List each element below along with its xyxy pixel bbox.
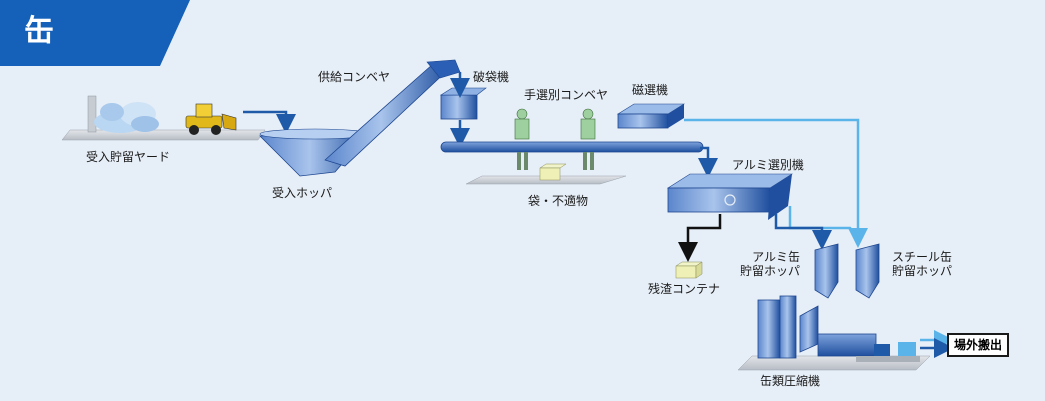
label-residue-container: 残渣コンテナ: [648, 282, 721, 296]
hand-sorting-conveyor: [440, 108, 704, 185]
arrow-conveyor-to-al-separator: [698, 146, 718, 178]
label-magnetic-separator: 磁選機: [632, 83, 669, 97]
title-badge: [0, 0, 190, 66]
label-receiving-yard: 受入貯留ヤード: [86, 150, 171, 164]
worker-1: [514, 108, 530, 170]
can-pile: [94, 102, 159, 133]
bag-breaker: [439, 72, 487, 120]
arrow-al-separator-to-al-hopper: [774, 214, 832, 250]
receiving-hopper: [259, 128, 371, 177]
aluminum-separator: [666, 173, 794, 220]
residue-container-box: [675, 261, 703, 279]
supply-conveyor: [324, 59, 461, 167]
receiving-yard: [61, 95, 266, 141]
arrow-al-separator-to-residue: [678, 214, 722, 262]
label-supply-conveyor: 供給コンベヤ: [318, 70, 391, 84]
arrow-al-separator-to-steel: [788, 206, 859, 239]
magnetic-separator: [616, 103, 686, 129]
label-bag-breaker: 破袋機: [473, 70, 510, 84]
page-title: 缶: [24, 14, 54, 49]
wheel-loader: [185, 103, 237, 135]
label-aluminum-separator: アルミ選別機: [732, 158, 804, 172]
aluminum-hopper: [814, 243, 839, 299]
label-offsite-export: 場外搬出: [947, 333, 1009, 357]
label-can-compressor: 缶類圧縮機: [760, 374, 821, 388]
bag-box: [539, 163, 567, 181]
steel-hopper: [855, 243, 880, 299]
label-bags-foreign: 袋・不適物: [528, 194, 589, 208]
can-compressor: [737, 295, 931, 371]
label-steel-hopper: スチール缶 貯留ホッパ: [892, 250, 953, 278]
arrow-magnet-to-steel-hopper: [684, 118, 868, 248]
worker-2: [580, 108, 596, 170]
label-receiving-hopper: 受入ホッパ: [272, 186, 333, 200]
label-hand-sorting-conveyor: 手選別コンベヤ: [524, 88, 609, 102]
label-aluminum-hopper: アルミ缶 貯留ホッパ: [740, 250, 801, 278]
title-badge-shape: [0, 0, 190, 66]
arrow-yard-to-hopper: [243, 110, 296, 134]
